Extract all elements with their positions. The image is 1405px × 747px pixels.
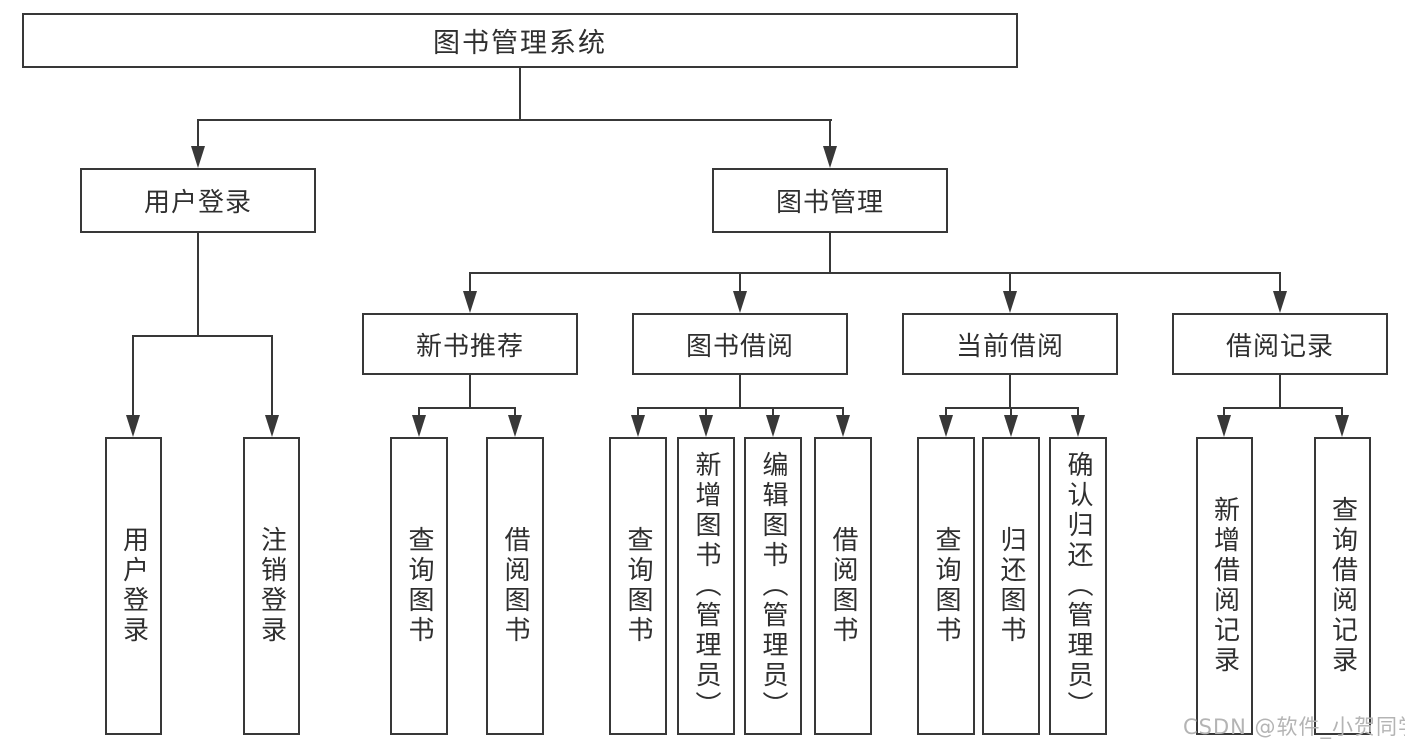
- leaf-records-add-borrow-record: 新增借阅记录: [1196, 437, 1253, 735]
- connector-line: [469, 375, 471, 409]
- connector-line: [132, 335, 273, 337]
- connector-line: [637, 407, 844, 409]
- connector-line: [132, 335, 134, 433]
- leaf-label: 新增图书（管理员）: [691, 451, 721, 721]
- arrow-down-icon: [766, 415, 780, 437]
- leaf-label: 查询图书: [931, 526, 961, 646]
- node-borrowing-records: 借阅记录: [1172, 313, 1388, 375]
- node-root-label: 图书管理系统: [433, 28, 607, 59]
- arrow-down-icon: [265, 415, 279, 437]
- arrow-down-icon: [1004, 415, 1018, 437]
- leaf-label: 查询图书: [623, 526, 653, 646]
- arrow-down-icon: [631, 415, 645, 437]
- node-label: 图书借阅: [685, 331, 794, 362]
- csdn-watermark: CSDN @软件_小贺同学: [1183, 715, 1405, 739]
- node-current-borrowing: 当前借阅: [902, 313, 1118, 375]
- arrow-down-icon: [1273, 291, 1287, 313]
- arrow-down-icon: [463, 291, 477, 313]
- connector-line: [829, 233, 831, 274]
- leaf-current-confirm-return-admin: 确认归还（管理员）: [1049, 437, 1107, 735]
- node-book-borrowing: 图书借阅: [632, 313, 848, 375]
- leaf-label: 查询图书: [404, 526, 434, 646]
- connector-line: [197, 119, 199, 164]
- leaf-borrowing-query-books: 查询图书: [609, 437, 667, 735]
- leaf-newbooks-borrow-books: 借阅图书: [486, 437, 544, 735]
- leaf-borrowing-edit-books-admin: 编辑图书（管理员）: [744, 437, 802, 735]
- leaf-label: 注销登录: [256, 526, 287, 646]
- connector-line: [418, 407, 516, 409]
- connector-line: [197, 119, 832, 121]
- leaf-borrowing-add-books-admin: 新增图书（管理员）: [677, 437, 735, 735]
- arrow-down-icon: [1217, 415, 1231, 437]
- arrow-down-icon: [836, 415, 850, 437]
- connector-line: [829, 119, 831, 164]
- connector-line: [519, 67, 521, 120]
- connector-line: [197, 233, 199, 337]
- leaf-label: 查询借阅记录: [1327, 496, 1358, 676]
- connector-line: [739, 375, 741, 409]
- leaf-label: 编辑图书（管理员）: [758, 451, 788, 721]
- connector-line: [1009, 375, 1011, 409]
- leaf-records-query-borrow-record: 查询借阅记录: [1314, 437, 1371, 735]
- node-user-login: 用户登录: [80, 168, 316, 233]
- leaf-label: 确认归还（管理员）: [1063, 451, 1093, 721]
- arrow-down-icon: [508, 415, 522, 437]
- node-label: 新书推荐: [415, 331, 524, 362]
- connector-line: [469, 272, 1281, 274]
- arrow-down-icon: [1335, 415, 1349, 437]
- arrow-down-icon: [126, 415, 140, 437]
- leaf-label: 新增借阅记录: [1209, 496, 1240, 676]
- arrow-down-icon: [823, 146, 837, 168]
- node-label: 图书管理: [775, 188, 884, 218]
- leaf-newbooks-query-books: 查询图书: [390, 437, 448, 735]
- arrow-down-icon: [1071, 415, 1085, 437]
- connector-line: [1279, 375, 1281, 409]
- leaf-user-login: 用户登录: [105, 437, 162, 735]
- leaf-label: 借阅图书: [500, 526, 530, 646]
- leaf-borrowing-borrow-books: 借阅图书: [814, 437, 872, 735]
- connector-line: [945, 407, 1079, 409]
- arrow-down-icon: [699, 415, 713, 437]
- arrow-down-icon: [191, 146, 205, 168]
- connector-line: [1223, 407, 1343, 409]
- leaf-logout: 注销登录: [243, 437, 300, 735]
- leaf-label: 借阅图书: [828, 526, 858, 646]
- node-label: 借阅记录: [1225, 331, 1334, 362]
- node-book-management: 图书管理: [712, 168, 948, 233]
- arrow-down-icon: [412, 415, 426, 437]
- node-label: 当前借阅: [955, 331, 1064, 362]
- leaf-current-return-books: 归还图书: [982, 437, 1040, 735]
- arrow-down-icon: [733, 291, 747, 313]
- node-new-book-recommendation: 新书推荐: [362, 313, 578, 375]
- leaf-label: 用户登录: [118, 526, 149, 646]
- arrow-down-icon: [939, 415, 953, 437]
- leaf-label: 归还图书: [996, 526, 1026, 646]
- arrow-down-icon: [1003, 291, 1017, 313]
- node-root: 图书管理系统: [22, 13, 1018, 68]
- connector-line: [271, 335, 273, 433]
- node-label: 用户登录: [143, 188, 252, 218]
- leaf-current-query-books: 查询图书: [917, 437, 975, 735]
